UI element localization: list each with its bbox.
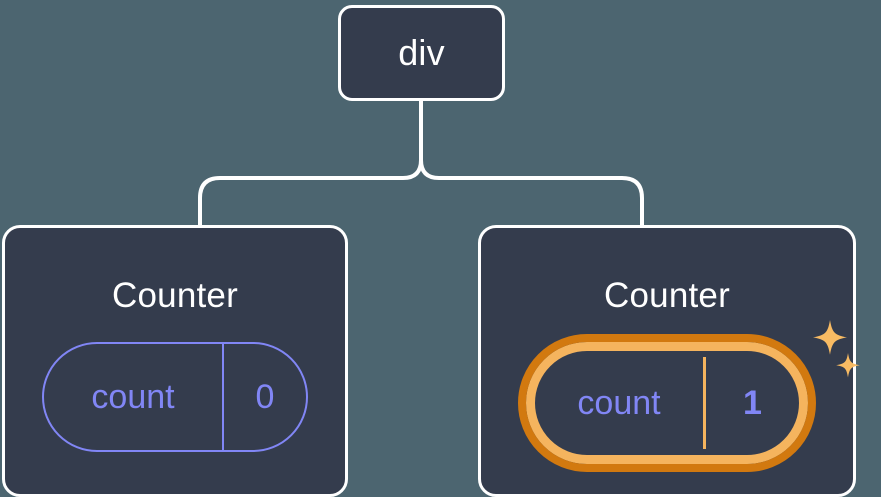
- state-pill-left[interactable]: count 0: [42, 342, 308, 452]
- state-pill-left-divider: [222, 344, 224, 450]
- node-counter-left[interactable]: Counter count 0: [2, 225, 348, 497]
- edge-root-to-right-counter: [419, 99, 644, 227]
- state-pill-right-value: 1: [743, 384, 762, 422]
- node-div-label: div: [398, 32, 445, 73]
- sparkle-icon: [813, 320, 860, 378]
- state-pill-right-wrap: count 1: [518, 320, 860, 472]
- node-counter-right-label: Counter: [604, 276, 730, 315]
- state-pill-left-value: 0: [255, 378, 275, 416]
- state-pill-right[interactable]: count 1: [518, 334, 816, 472]
- node-counter-right[interactable]: Counter count 1: [478, 225, 860, 497]
- node-counter-left-label: Counter: [112, 276, 238, 315]
- edge-root-to-left-counter: [198, 99, 423, 227]
- sparkle-small-icon: [836, 353, 860, 378]
- state-pill-right-key: count: [577, 384, 661, 422]
- state-pill-left-wrap: count 0: [42, 342, 308, 452]
- state-pill-right-divider: [703, 357, 706, 449]
- state-pill-left-key: count: [91, 378, 175, 416]
- node-div[interactable]: div: [338, 5, 505, 101]
- sparkle-large-icon: [813, 320, 847, 355]
